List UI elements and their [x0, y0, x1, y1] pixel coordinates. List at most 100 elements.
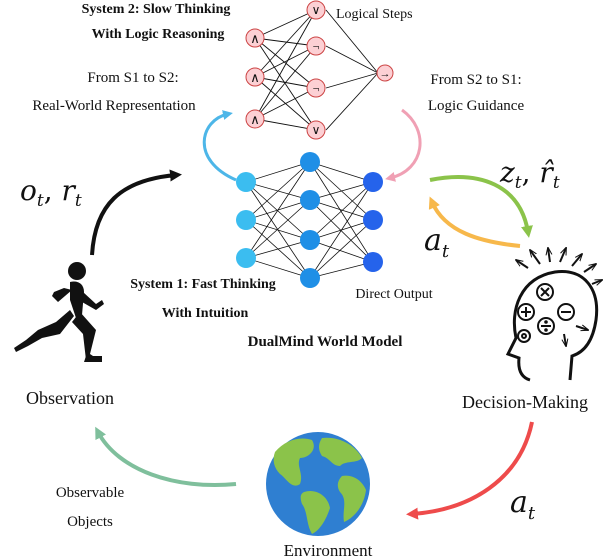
action-label-bottom: at — [510, 485, 536, 524]
reward-subscript: t — [75, 191, 82, 211]
reward-hat-subscript: t — [553, 173, 560, 193]
reward-hat-symbol: r̂ — [539, 156, 554, 189]
s2-to-s1-label-line2: Logic Guidance — [428, 98, 525, 114]
action-to-model-arrow — [428, 196, 521, 248]
network-edge — [245, 239, 311, 259]
system1-edges — [245, 161, 374, 279]
logic-node: ∧ — [245, 67, 265, 87]
logic-output-edge — [325, 9, 379, 74]
latent-subscript: t — [515, 173, 522, 193]
nn-hidden-node — [300, 268, 320, 288]
network-edge — [309, 161, 374, 263]
globe-icon — [266, 432, 370, 536]
nn-hidden-node — [300, 152, 320, 172]
s2-to-s1-arrow — [385, 108, 422, 182]
system2-network: ∧ ∧ ∧ ∨ ¬ ¬ ∨ → — [245, 0, 394, 140]
network-edge — [309, 181, 374, 279]
svg-text:at: at — [510, 485, 536, 524]
network-edge — [309, 199, 374, 221]
action-symbol: a — [424, 223, 442, 258]
latent-symbol: z — [499, 156, 515, 189]
latent-to-decision-arrow — [429, 175, 533, 238]
nn-output-node — [363, 172, 383, 192]
logic-node-symbol: ∨ — [312, 3, 321, 17]
logic-node-symbol: ∧ — [250, 70, 260, 85]
network-edge — [309, 261, 374, 279]
network-edge — [254, 118, 317, 131]
system1-title-line2: With Intuition — [162, 306, 249, 321]
s2-to-s1-label-line1: From S2 to S1: — [430, 72, 521, 88]
observable-objects-line1: Observable — [56, 485, 125, 501]
network-edge — [254, 37, 317, 47]
logic-node: ∧ — [245, 109, 265, 129]
nn-hidden-node — [300, 230, 320, 250]
obs-symbol: o — [20, 174, 37, 207]
network-edge — [254, 9, 317, 120]
environment-to-observation-arrow — [95, 426, 237, 487]
svg-text:zt, r̂t: zt, r̂t — [499, 156, 560, 193]
action-label-top: at — [424, 223, 450, 262]
runner-icon — [14, 262, 104, 362]
network-edge — [254, 45, 317, 78]
decision-head-icon — [505, 270, 599, 382]
system2-title-line2: With Logic Reasoning — [92, 27, 225, 42]
network-edge — [309, 199, 374, 263]
decision-label: Decision-Making — [462, 392, 588, 412]
obs-subscript: t — [37, 191, 44, 211]
network-edge — [309, 161, 374, 183]
network-edge — [309, 181, 374, 241]
nn-output-node — [363, 252, 383, 272]
action-subscript: t — [442, 241, 450, 262]
network-edge — [254, 9, 317, 39]
network-edge — [254, 45, 317, 120]
logic-node-symbol: ¬ — [313, 81, 320, 95]
latent-reward-label: zt, r̂t — [499, 156, 560, 193]
action-symbol: a — [510, 485, 528, 520]
observable-objects-line2: Objects — [67, 514, 113, 530]
nn-input-node — [236, 172, 256, 192]
obs-comma: , — [44, 174, 62, 207]
logic-node-symbol: ¬ — [313, 39, 320, 53]
svg-text:at: at — [424, 223, 450, 262]
nn-output-node — [363, 210, 383, 230]
implies-symbol: → — [380, 68, 391, 80]
observation-label: Observation — [26, 388, 114, 408]
network-edge — [245, 161, 311, 183]
s1-to-s2-arrow — [202, 110, 237, 182]
decision-rays — [516, 248, 602, 284]
action-to-environment-arrow — [406, 421, 534, 520]
network-edge — [245, 257, 311, 279]
logic-output-edge — [325, 72, 379, 89]
logic-node: ¬ — [306, 36, 326, 56]
network-edge — [309, 219, 374, 279]
network-edge — [245, 219, 311, 241]
model-title: DualMind World Model — [248, 334, 403, 350]
reward-symbol: r — [62, 174, 77, 207]
network-edge — [245, 161, 311, 259]
logic-output-node: → — [376, 64, 394, 82]
s1-to-s2-label-line2: Real-World Representation — [32, 98, 196, 114]
logic-node-symbol: ∨ — [312, 123, 321, 137]
system1-title-line1: System 1: Fast Thinking — [130, 277, 276, 292]
system2-title-line1: System 2: Slow Thinking — [82, 2, 231, 17]
network-edge — [254, 87, 317, 120]
network-edge — [254, 37, 317, 131]
network-edge — [245, 199, 311, 259]
logic-node: ∧ — [245, 28, 265, 48]
network-edge — [245, 161, 311, 221]
network-edge — [245, 181, 311, 241]
action-subscript: t — [528, 503, 536, 524]
math-operation-icons — [517, 283, 575, 343]
network-edge — [309, 181, 374, 201]
network-edge — [309, 239, 374, 263]
logic-node: ∨ — [306, 0, 326, 20]
obs-reward-label: ot, rt — [20, 174, 82, 211]
logical-steps-label: Logical Steps — [336, 7, 413, 22]
logic-node: ¬ — [306, 78, 326, 98]
nn-hidden-node — [300, 190, 320, 210]
decision-lower-rays — [564, 326, 588, 346]
latent-comma: , — [522, 156, 540, 189]
network-edge — [254, 37, 317, 89]
logic-node: ∨ — [306, 120, 326, 140]
